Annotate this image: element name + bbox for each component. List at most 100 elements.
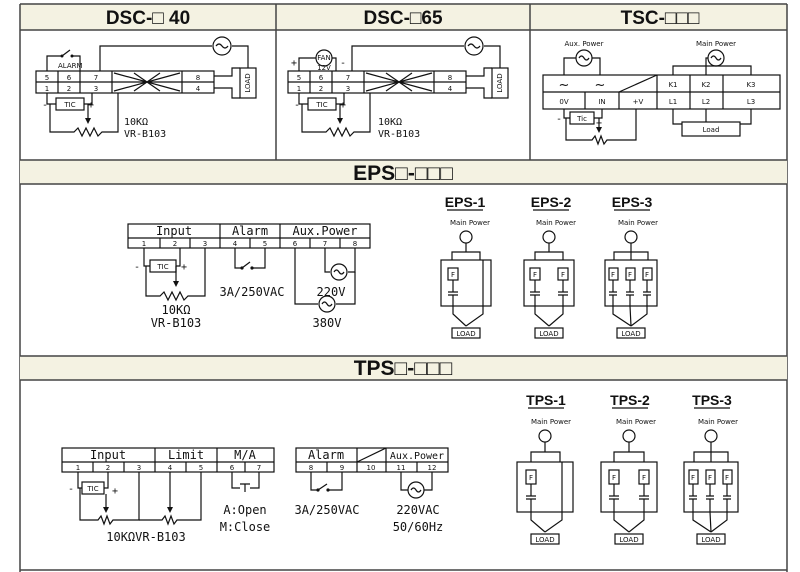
header-tps: TPS□-□□□ bbox=[354, 357, 453, 380]
svg-text:-: - bbox=[42, 100, 48, 111]
eps-1-title: EPS-1 bbox=[445, 194, 486, 210]
tsc-term-0v: 0V bbox=[559, 98, 568, 106]
tps-tic-label: TIC bbox=[86, 485, 98, 493]
eps-220v-label: 220V bbox=[317, 285, 346, 299]
tps-terminal-11: 11 bbox=[397, 464, 406, 472]
dsc65-term-6: 6 bbox=[319, 74, 324, 82]
dsc40-term-4: 4 bbox=[196, 85, 201, 93]
svg-text:+: + bbox=[181, 262, 187, 273]
tps-2-main-power: Main Power bbox=[616, 418, 656, 426]
tps-3-title: TPS-3 bbox=[692, 392, 732, 408]
eps-1-diagram: EPS-1 Main Power F LOAD bbox=[440, 194, 492, 339]
eps-vr-label: VR-B103 bbox=[151, 316, 202, 330]
tps-terminal-10: 10 bbox=[367, 464, 376, 472]
dsc65-term-1: 1 bbox=[297, 85, 301, 93]
tsc-load-label: Load bbox=[703, 126, 720, 134]
tps-2-diagram: TPS-2 Main Power F F LOAD bbox=[600, 392, 658, 545]
tps-terminal-7: 7 bbox=[257, 464, 261, 472]
dsc65-term-4: 4 bbox=[448, 85, 453, 93]
tps-terminal-12: 12 bbox=[428, 464, 437, 472]
svg-text:-: - bbox=[340, 58, 346, 69]
dsc65-term-5: 5 bbox=[297, 74, 301, 82]
eps-2-diagram: EPS-2 Main Power F F LOAD bbox=[523, 194, 576, 339]
tps-group-alarm: Alarm bbox=[308, 448, 344, 462]
dsc40-resistor-label: 10KΩ bbox=[124, 117, 148, 128]
svg-text:-: - bbox=[134, 262, 140, 273]
eps-terminal-3: 3 bbox=[203, 240, 207, 248]
svg-text:F: F bbox=[529, 474, 533, 482]
eps-terminal-8: 8 bbox=[353, 240, 357, 248]
tsc-term-k2: K2 bbox=[701, 81, 710, 89]
eps-terminal-6: 6 bbox=[293, 240, 298, 248]
eps-tic-label: TIC bbox=[156, 263, 168, 271]
svg-text:F: F bbox=[691, 474, 695, 482]
tps-aux-frequency: 50/60Hz bbox=[393, 520, 444, 534]
svg-text:F: F bbox=[725, 474, 729, 482]
tps-terminal-4: 4 bbox=[168, 464, 173, 472]
eps-group-alarm: Alarm bbox=[232, 224, 268, 238]
svg-text:F: F bbox=[533, 271, 537, 279]
header-tsc: TSC-□□□ bbox=[621, 8, 700, 29]
svg-text:~: ~ bbox=[559, 78, 570, 93]
tps-2-title: TPS-2 bbox=[610, 392, 650, 408]
dsc40-term-6: 6 bbox=[67, 74, 72, 82]
tps-group-ma: M/A bbox=[234, 448, 256, 462]
tps-terminal-8: 8 bbox=[309, 464, 313, 472]
dsc40-term-7: 7 bbox=[94, 74, 98, 82]
dsc40-ac-source-icon bbox=[212, 36, 232, 56]
eps-terminal-1: 1 bbox=[142, 240, 146, 248]
eps-resistor-label: 10KΩ bbox=[162, 303, 191, 317]
eps-terminal-7: 7 bbox=[323, 240, 327, 248]
tsc-term-plus-v: +V bbox=[633, 98, 644, 106]
dsc40-term-1: 1 bbox=[45, 85, 49, 93]
tps-group-input: Input bbox=[90, 448, 126, 462]
tps-aux-ac-source-icon bbox=[407, 481, 425, 499]
dsc40-load-label: LOAD bbox=[244, 73, 252, 92]
dsc40-term-2: 2 bbox=[67, 85, 71, 93]
eps-alarm-rating: 3A/250VAC bbox=[219, 285, 284, 299]
dsc40-term-5: 5 bbox=[45, 74, 49, 82]
tsc-term-l3: L3 bbox=[747, 98, 755, 106]
dsc40-vr-label: VR-B103 bbox=[124, 129, 166, 140]
dsc65-term-8: 8 bbox=[448, 74, 452, 82]
tsc-tic-label: Tic bbox=[576, 115, 587, 123]
eps-2-load: LOAD bbox=[539, 330, 558, 338]
tps-terminal-5: 5 bbox=[199, 464, 203, 472]
tsc-term-k1: K1 bbox=[668, 81, 677, 89]
svg-text:~: ~ bbox=[595, 78, 606, 93]
tps-3-diagram: TPS-3 Main Power F F F LOAD bbox=[683, 392, 739, 545]
tsc-term-k3: K3 bbox=[746, 81, 755, 89]
eps-3-main-power: Main Power bbox=[618, 219, 658, 227]
tps-1-load: LOAD bbox=[535, 536, 554, 544]
tsc-term-in: IN bbox=[598, 98, 605, 106]
dsc40-tic-label: TIC bbox=[63, 101, 75, 109]
dsc40-term-3: 3 bbox=[94, 85, 98, 93]
dsc65-fan-label: FAN bbox=[317, 54, 330, 62]
tsc-diagram: Aux. Power Main Power ~ ~ K1 K2 K3 0V IN… bbox=[542, 40, 781, 146]
tps-terminal-2: 2 bbox=[106, 464, 110, 472]
tps-1-title: TPS-1 bbox=[526, 392, 566, 408]
svg-text:+: + bbox=[112, 486, 118, 497]
eps-group-input: Input bbox=[156, 224, 192, 238]
tps-open-label: A:Open bbox=[223, 503, 266, 517]
svg-text:+: + bbox=[340, 100, 346, 111]
tps-alarm-rating: 3A/250VAC bbox=[294, 503, 359, 517]
dsc65-fan-icon bbox=[315, 49, 333, 67]
eps-1-main-power: Main Power bbox=[450, 219, 490, 227]
eps-terminal-2: 2 bbox=[173, 240, 177, 248]
dsc40-diagram: 5 6 7 8 1 2 3 4 ALARM LOAD TIC -+ 10KΩ V… bbox=[35, 36, 257, 140]
svg-text:-: - bbox=[294, 100, 300, 111]
dsc65-term-3: 3 bbox=[346, 85, 350, 93]
svg-text:F: F bbox=[612, 474, 616, 482]
svg-text:F: F bbox=[561, 271, 565, 279]
tsc-aux-power-label: Aux. Power bbox=[565, 40, 604, 48]
svg-text:-: - bbox=[556, 114, 562, 125]
dsc65-fan-voltage: 12V bbox=[317, 64, 331, 72]
svg-text:+: + bbox=[88, 100, 94, 111]
svg-text:F: F bbox=[451, 271, 455, 279]
tsc-term-l2: L2 bbox=[702, 98, 710, 106]
eps-aux-220v-source-icon bbox=[330, 263, 348, 281]
